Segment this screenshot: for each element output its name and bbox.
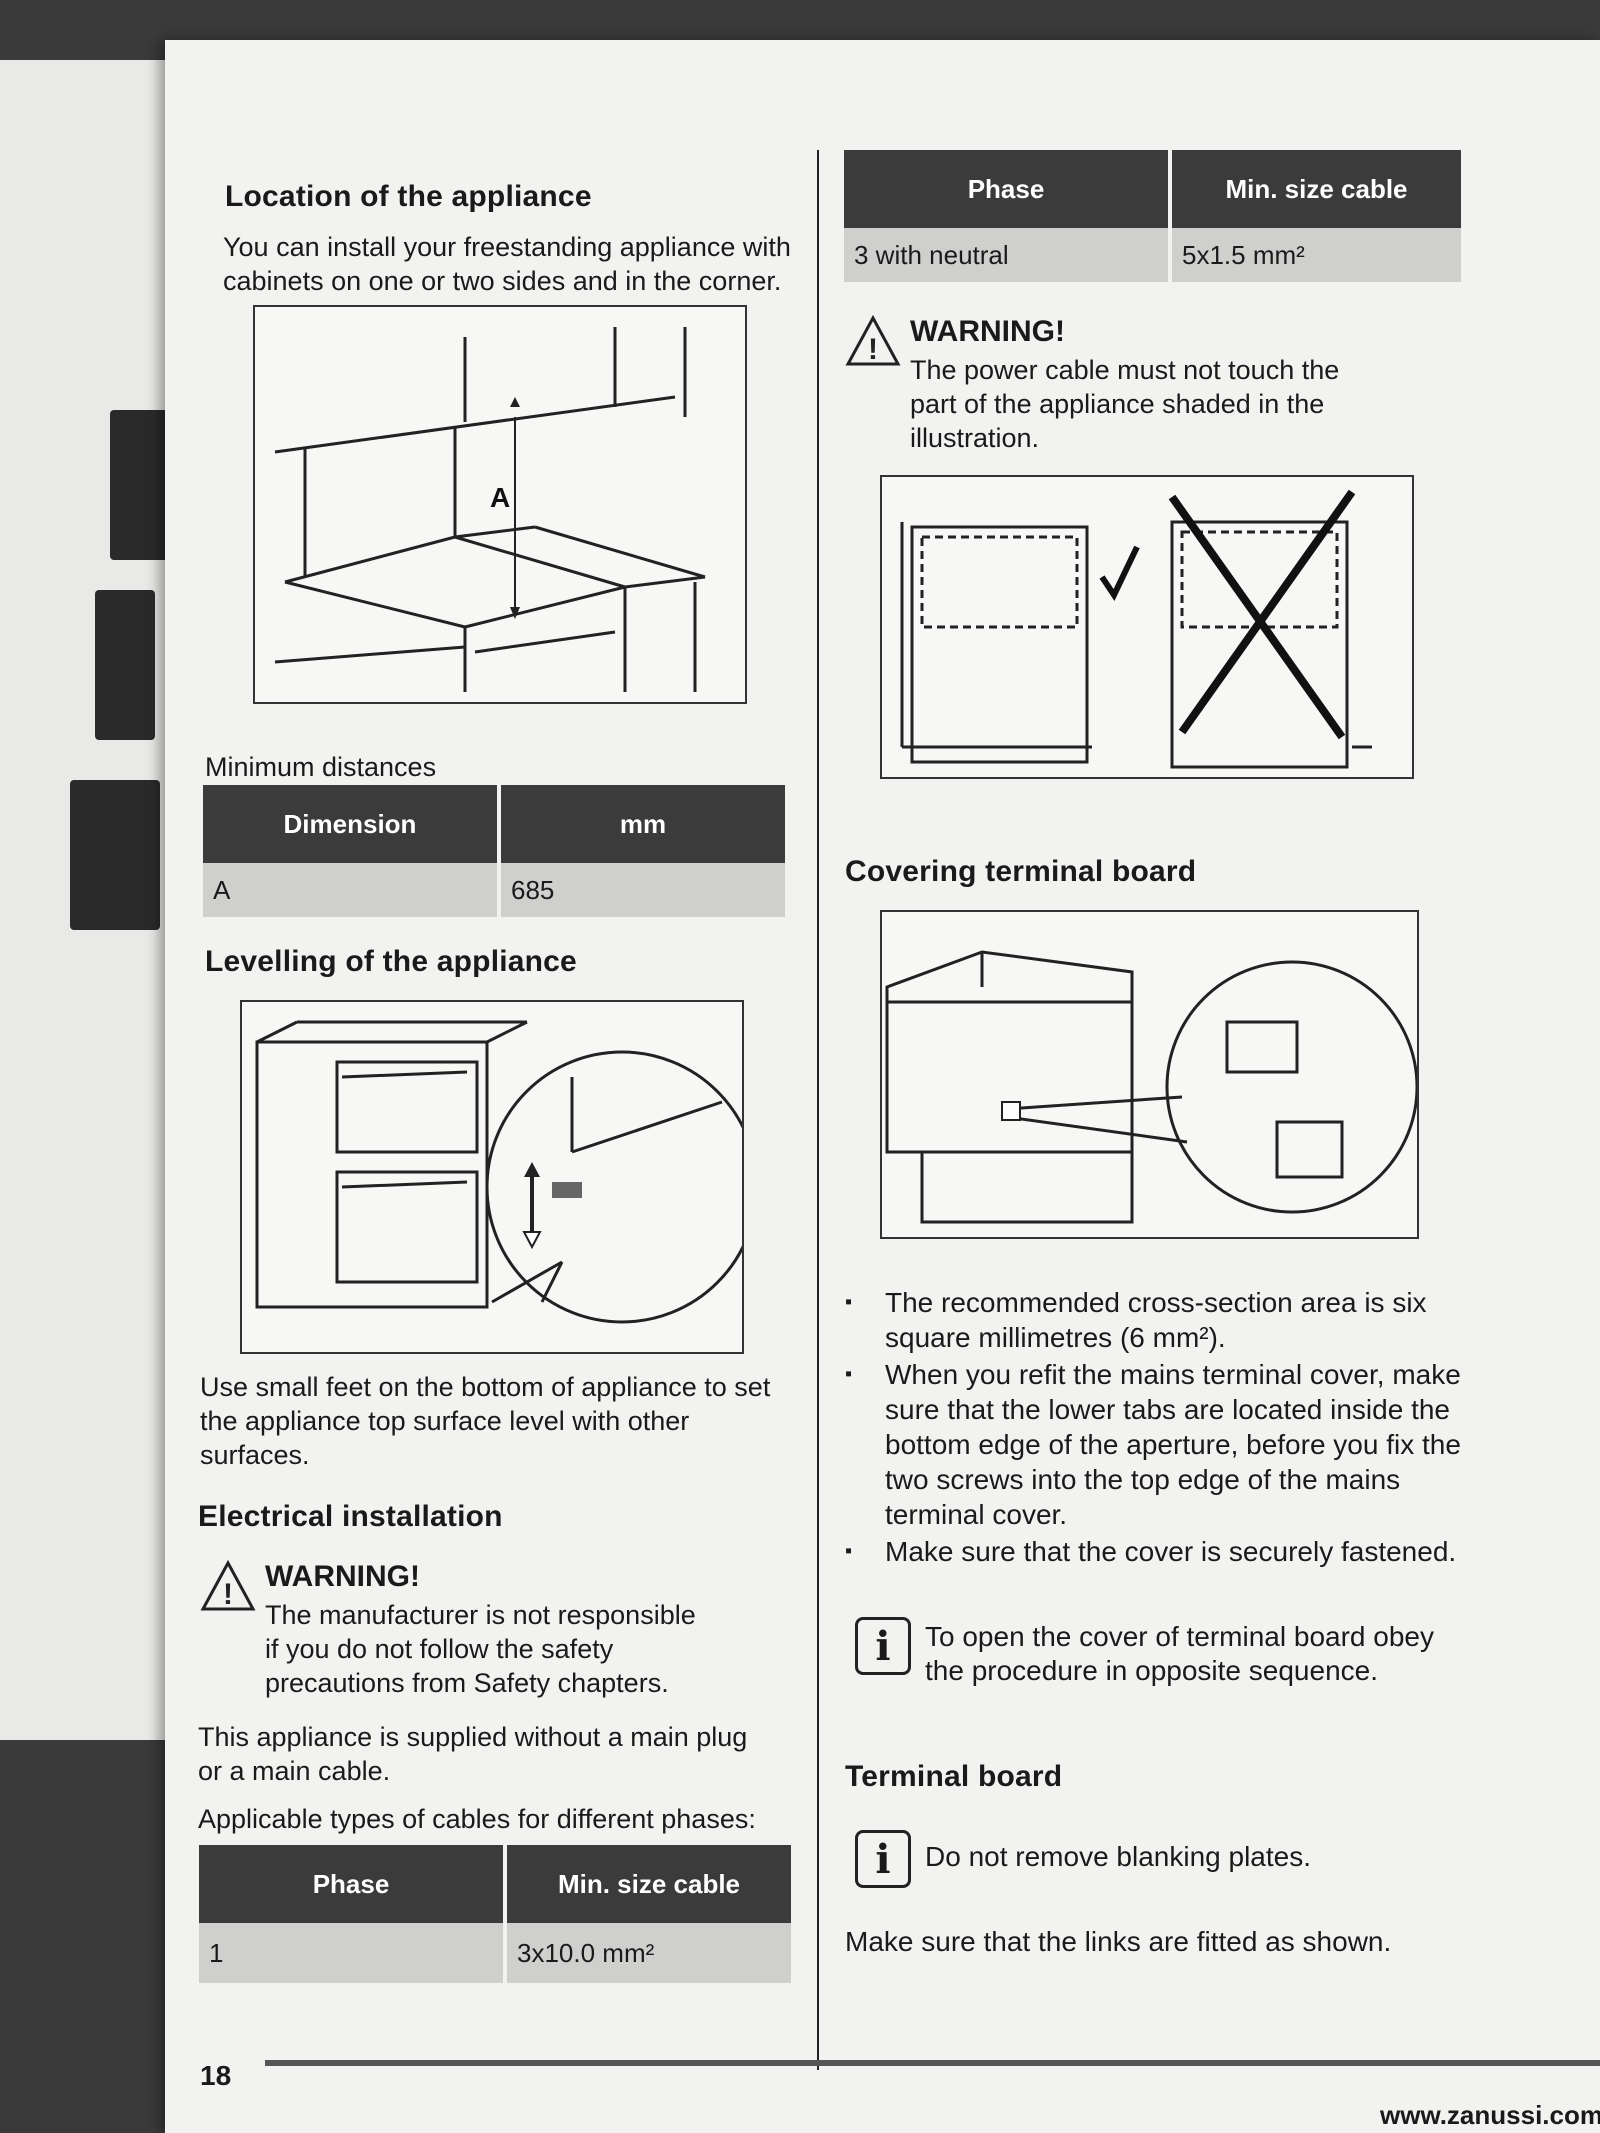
table-row: 3 with neutral 5x1.5 mm² xyxy=(844,228,1461,282)
phase-header: Phase xyxy=(199,1845,503,1923)
phase-cell: 1 xyxy=(199,1923,503,1983)
covering-notes: The recommended cross-section area is si… xyxy=(845,1285,1465,1571)
cable-types-text: Applicable types of cables for different… xyxy=(198,1804,756,1834)
adjacent-page xyxy=(0,60,180,1740)
three-phase-cable-table: Phase Min. size cable 3 with neutral 5x1… xyxy=(840,150,1465,282)
svg-text:!: ! xyxy=(868,333,878,366)
info-icon: i xyxy=(855,1830,911,1888)
cable-size-header: Min. size cable xyxy=(507,1845,791,1923)
info-note-open-cover: To open the cover of terminal board obey… xyxy=(925,1621,1434,1686)
cable-routing-diagram xyxy=(900,489,1372,769)
website-link[interactable]: www.zanussi.com xyxy=(1380,2100,1600,2130)
cable-size-cell: 5x1.5 mm² xyxy=(1172,228,1461,282)
svg-text:!: ! xyxy=(223,1578,233,1611)
location-heading: Location of the appliance xyxy=(225,180,592,213)
warning-title: WARNING! xyxy=(910,315,1065,348)
location-text: You can install your freestanding applia… xyxy=(223,232,791,296)
levelling-heading: Levelling of the appliance xyxy=(205,945,577,978)
levelling-illustration xyxy=(240,1000,744,1354)
dimension-table: Dimension mm A 685 xyxy=(199,785,789,917)
links-text: Make sure that the links are fitted as s… xyxy=(845,1926,1392,1957)
warning-title: WARNING! xyxy=(265,1560,420,1593)
phase-cell: 3 with neutral xyxy=(844,228,1168,282)
supply-text: This appliance is supplied without a mai… xyxy=(198,1722,748,1786)
cabinet-corner-diagram: A xyxy=(274,327,706,692)
cable-routing-illustration xyxy=(880,475,1414,779)
electrical-heading: Electrical installation xyxy=(198,1500,503,1533)
list-item: The recommended cross-section area is si… xyxy=(845,1285,1465,1355)
dimension-a-label: A xyxy=(490,482,510,513)
levelling-feet-diagram xyxy=(255,1020,742,1324)
footer-rule xyxy=(265,2060,1600,2066)
warning-text: The power cable must not touch the part … xyxy=(910,355,1340,453)
warning-icon: ! xyxy=(200,1560,256,1611)
terminal-heading: Terminal board xyxy=(845,1760,1063,1793)
phase-header: Phase xyxy=(844,150,1168,228)
info-icon: i xyxy=(855,1617,911,1675)
terminal-cover-illustration xyxy=(880,910,1419,1239)
cable-size-header: Min. size cable xyxy=(1172,150,1461,228)
section-tab xyxy=(70,780,160,930)
location-illustration: A xyxy=(253,305,747,704)
warning-text: The manufacturer is not responsible if y… xyxy=(265,1600,696,1698)
levelling-text: Use small feet on the bottom of applianc… xyxy=(200,1372,771,1470)
mm-cell: 685 xyxy=(501,863,785,917)
table-row: A 685 xyxy=(203,863,785,917)
dimension-header: Dimension xyxy=(203,785,497,863)
column-divider xyxy=(817,150,819,2070)
min-distances-label: Minimum distances xyxy=(205,752,437,782)
dimension-cell: A xyxy=(203,863,497,917)
section-tab xyxy=(110,410,170,560)
mm-header: mm xyxy=(501,785,785,863)
table-row: 1 3x10.0 mm² xyxy=(199,1923,791,1983)
page-number: 18 xyxy=(200,2060,232,2091)
covering-heading: Covering terminal board xyxy=(845,855,1197,888)
list-item: Make sure that the cover is securely fas… xyxy=(845,1534,1465,1569)
single-phase-cable-table: Phase Min. size cable 1 3x10.0 mm² xyxy=(195,1845,795,1983)
cable-size-cell: 3x10.0 mm² xyxy=(507,1923,791,1983)
section-tab xyxy=(95,590,155,740)
warning-icon: ! xyxy=(845,315,901,366)
terminal-cover-diagram xyxy=(885,950,1417,1224)
info-note-blanking-plates: Do not remove blanking plates. xyxy=(925,1841,1311,1872)
manual-page: Location of the appliance You can instal… xyxy=(165,40,1600,2133)
list-item: When you refit the mains terminal cover,… xyxy=(845,1357,1465,1532)
